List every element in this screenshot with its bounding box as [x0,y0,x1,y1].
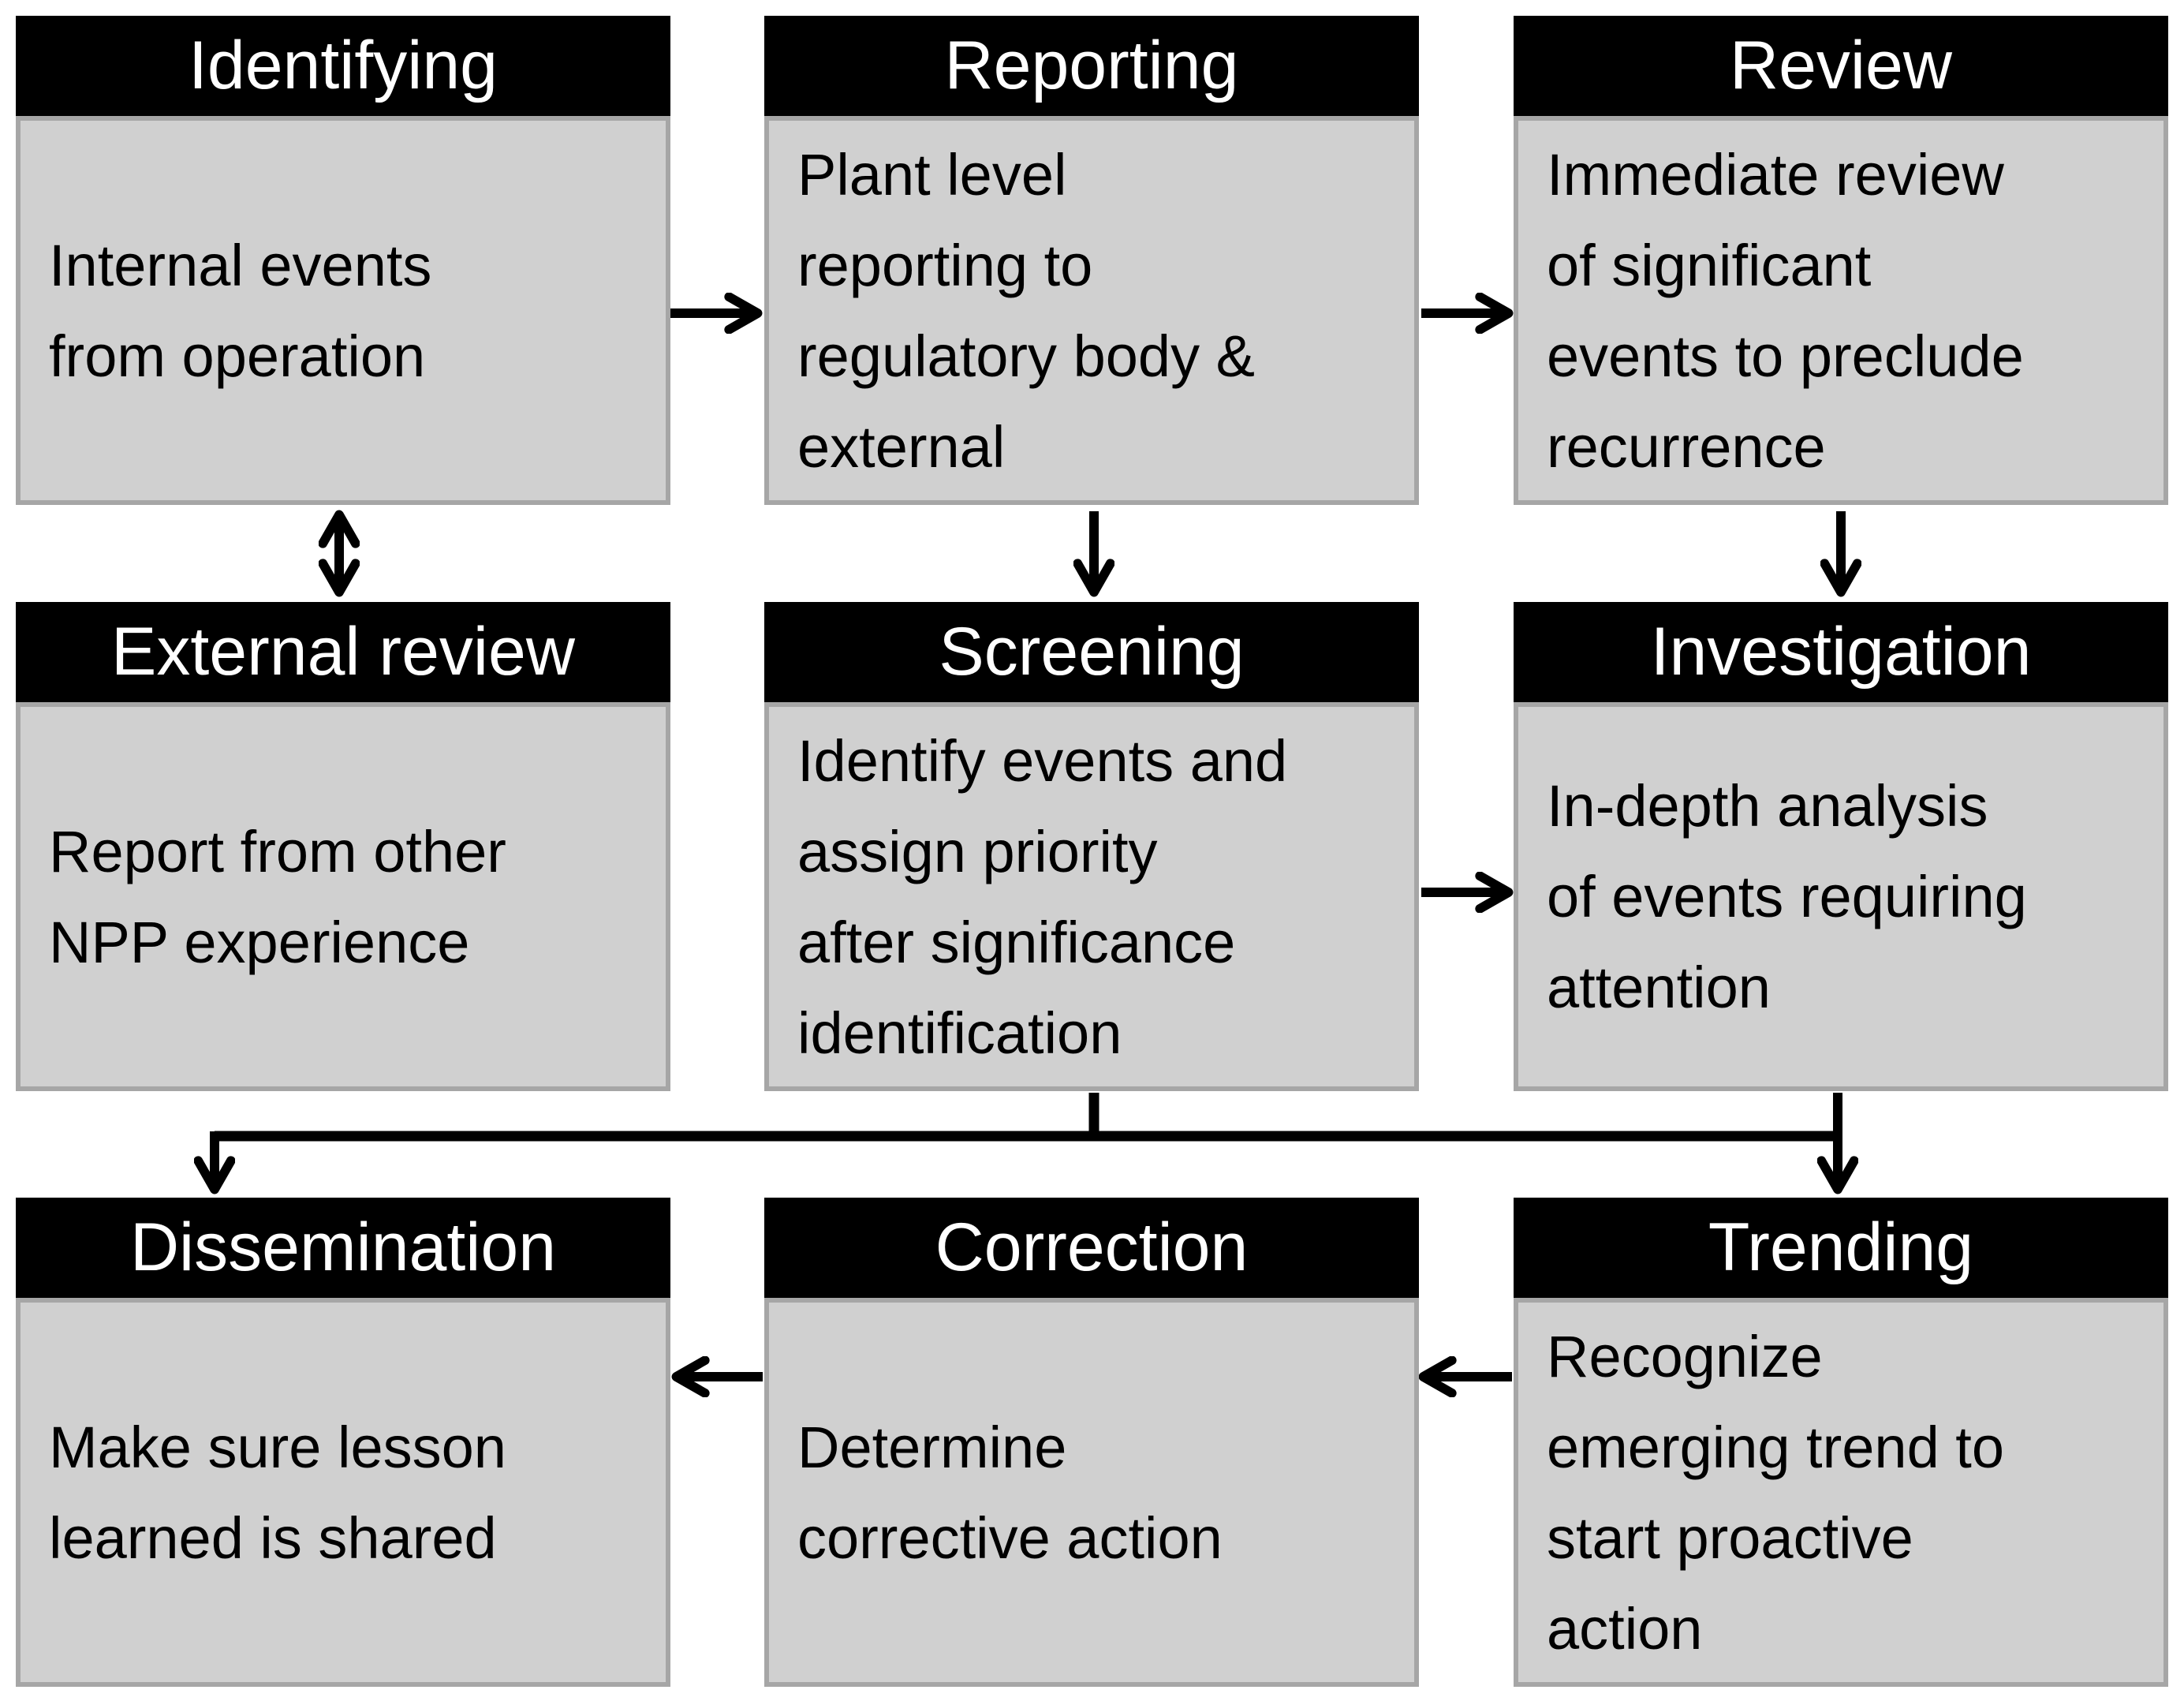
box-investigation-body: In-depth analysis of events requiring at… [1514,702,2168,1091]
box-correction-body: Determine corrective action [764,1298,1419,1687]
box-reporting-body: Plant level reporting to regulatory body… [764,116,1419,505]
box-identifying-title: Identifying [16,16,670,116]
box-dissemination: Dissemination Make sure lesson learned i… [16,1198,670,1687]
box-screening: Screening Identify events and assign pri… [764,602,1419,1091]
box-external-review-title: External review [16,602,670,702]
box-external-review-body: Report from other NPP experience [16,702,670,1091]
box-review-body: Immediate review of significant events t… [1514,116,2168,505]
box-reporting-title: Reporting [764,16,1419,116]
box-review: Review Immediate review of significant e… [1514,16,2168,505]
box-screening-title: Screening [764,602,1419,702]
box-reporting: Reporting Plant level reporting to regul… [764,16,1419,505]
box-trending: Trending Recognize emerging trend to sta… [1514,1198,2168,1687]
box-correction-title: Correction [764,1198,1419,1298]
box-investigation-title: Investigation [1514,602,2168,702]
box-investigation: Investigation In-depth analysis of event… [1514,602,2168,1091]
box-identifying: Identifying Internal events from operati… [16,16,670,505]
box-dissemination-body: Make sure lesson learned is shared [16,1298,670,1687]
box-external-review: External review Report from other NPP ex… [16,602,670,1091]
box-correction: Correction Determine corrective action [764,1198,1419,1687]
box-identifying-body: Internal events from operation [16,116,670,505]
box-trending-title: Trending [1514,1198,2168,1298]
box-trending-body: Recognize emerging trend to start proact… [1514,1298,2168,1687]
box-review-title: Review [1514,16,2168,116]
box-dissemination-title: Dissemination [16,1198,670,1298]
box-screening-body: Identify events and assign priority afte… [764,702,1419,1091]
